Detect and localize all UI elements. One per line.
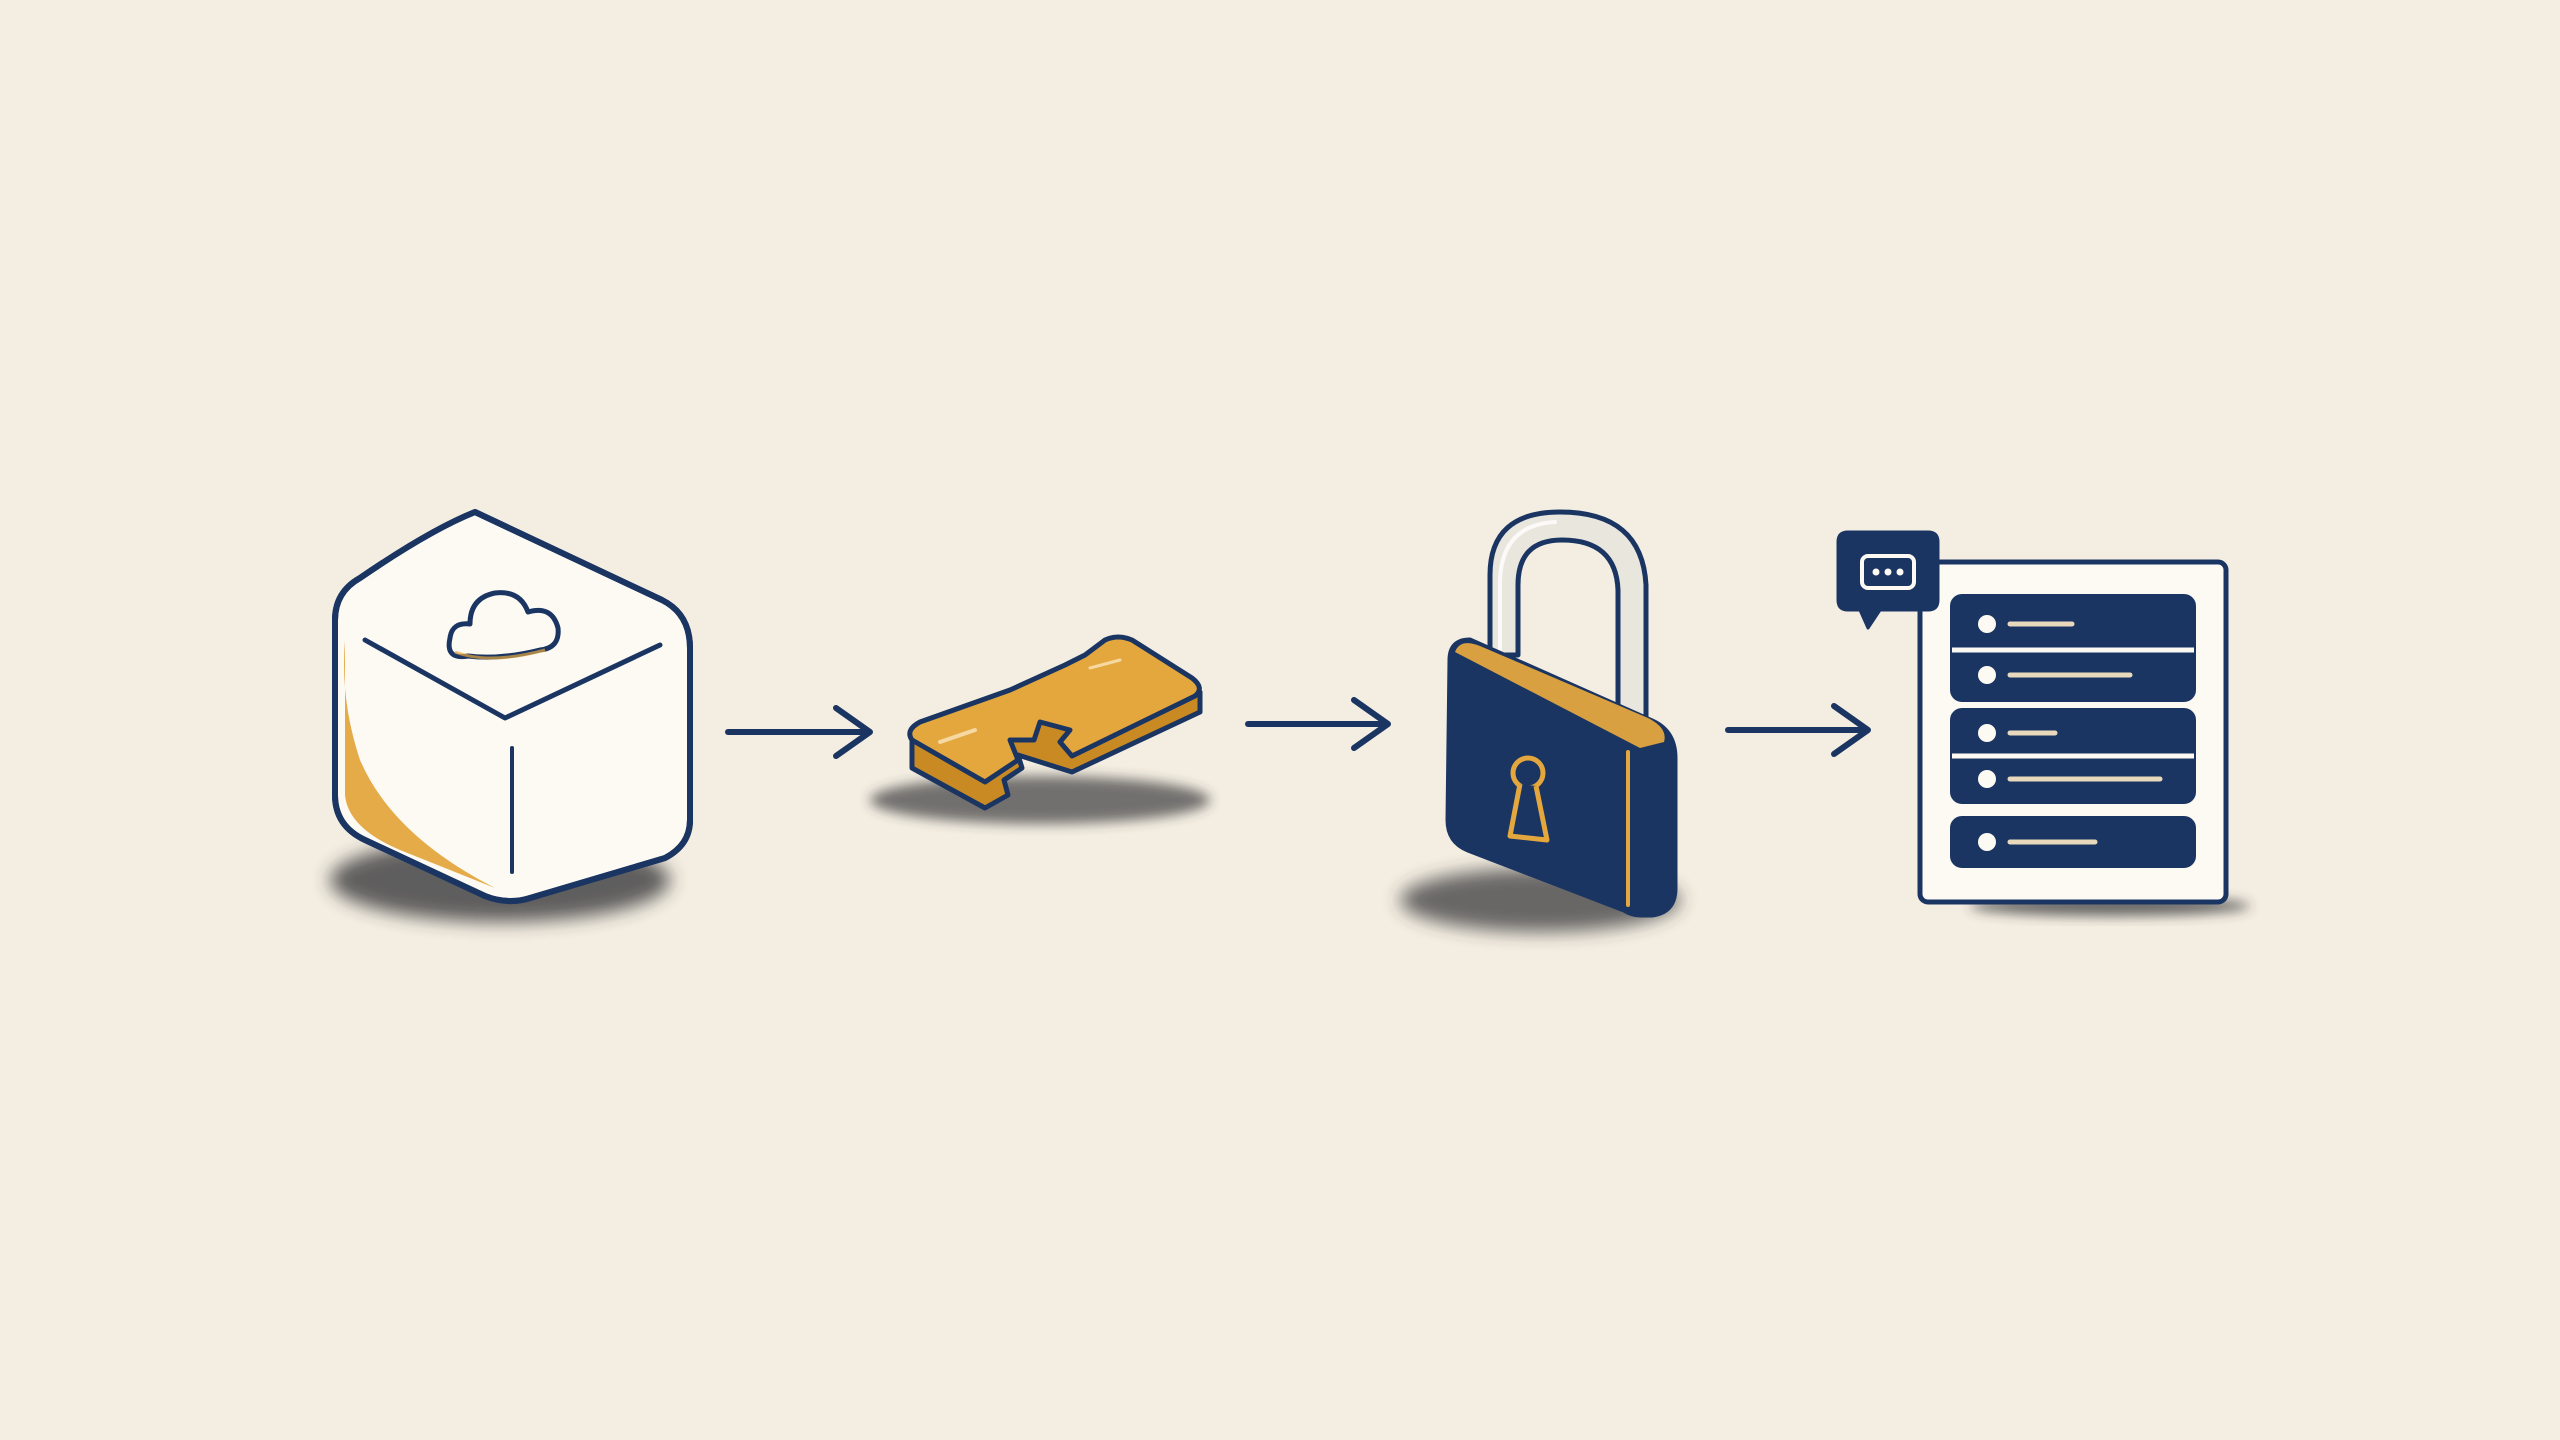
document-list-icon <box>1836 530 2250 916</box>
list-item <box>1978 770 2163 788</box>
padlock-shackle-shade <box>1498 520 1557 652</box>
cloud-cube-icon <box>330 509 693 922</box>
cube-top-edge <box>362 637 663 721</box>
fragment-shadow <box>870 776 1210 824</box>
chat-bubble-icon <box>1836 530 1940 630</box>
arrow-right-icon <box>725 705 873 759</box>
arrow-right-icon <box>1245 697 1391 751</box>
fragment-top <box>907 634 1202 785</box>
broken-fragment-icon <box>870 634 1210 824</box>
cube-left-face <box>344 640 495 888</box>
fragment-highlight <box>938 728 977 744</box>
cube-outline <box>332 509 693 904</box>
padlock-icon <box>1400 509 1680 932</box>
list-item <box>1978 833 2098 851</box>
list-item <box>1978 666 2133 684</box>
list-item <box>1978 724 2058 742</box>
list-item <box>1978 615 2075 633</box>
fragment-highlight-2 <box>1088 658 1122 670</box>
padlock-top-rim <box>1455 643 1665 748</box>
arrow-right-icon <box>1725 703 1871 757</box>
keyhole-icon <box>1507 755 1550 843</box>
cloud-icon-shade <box>454 648 546 660</box>
